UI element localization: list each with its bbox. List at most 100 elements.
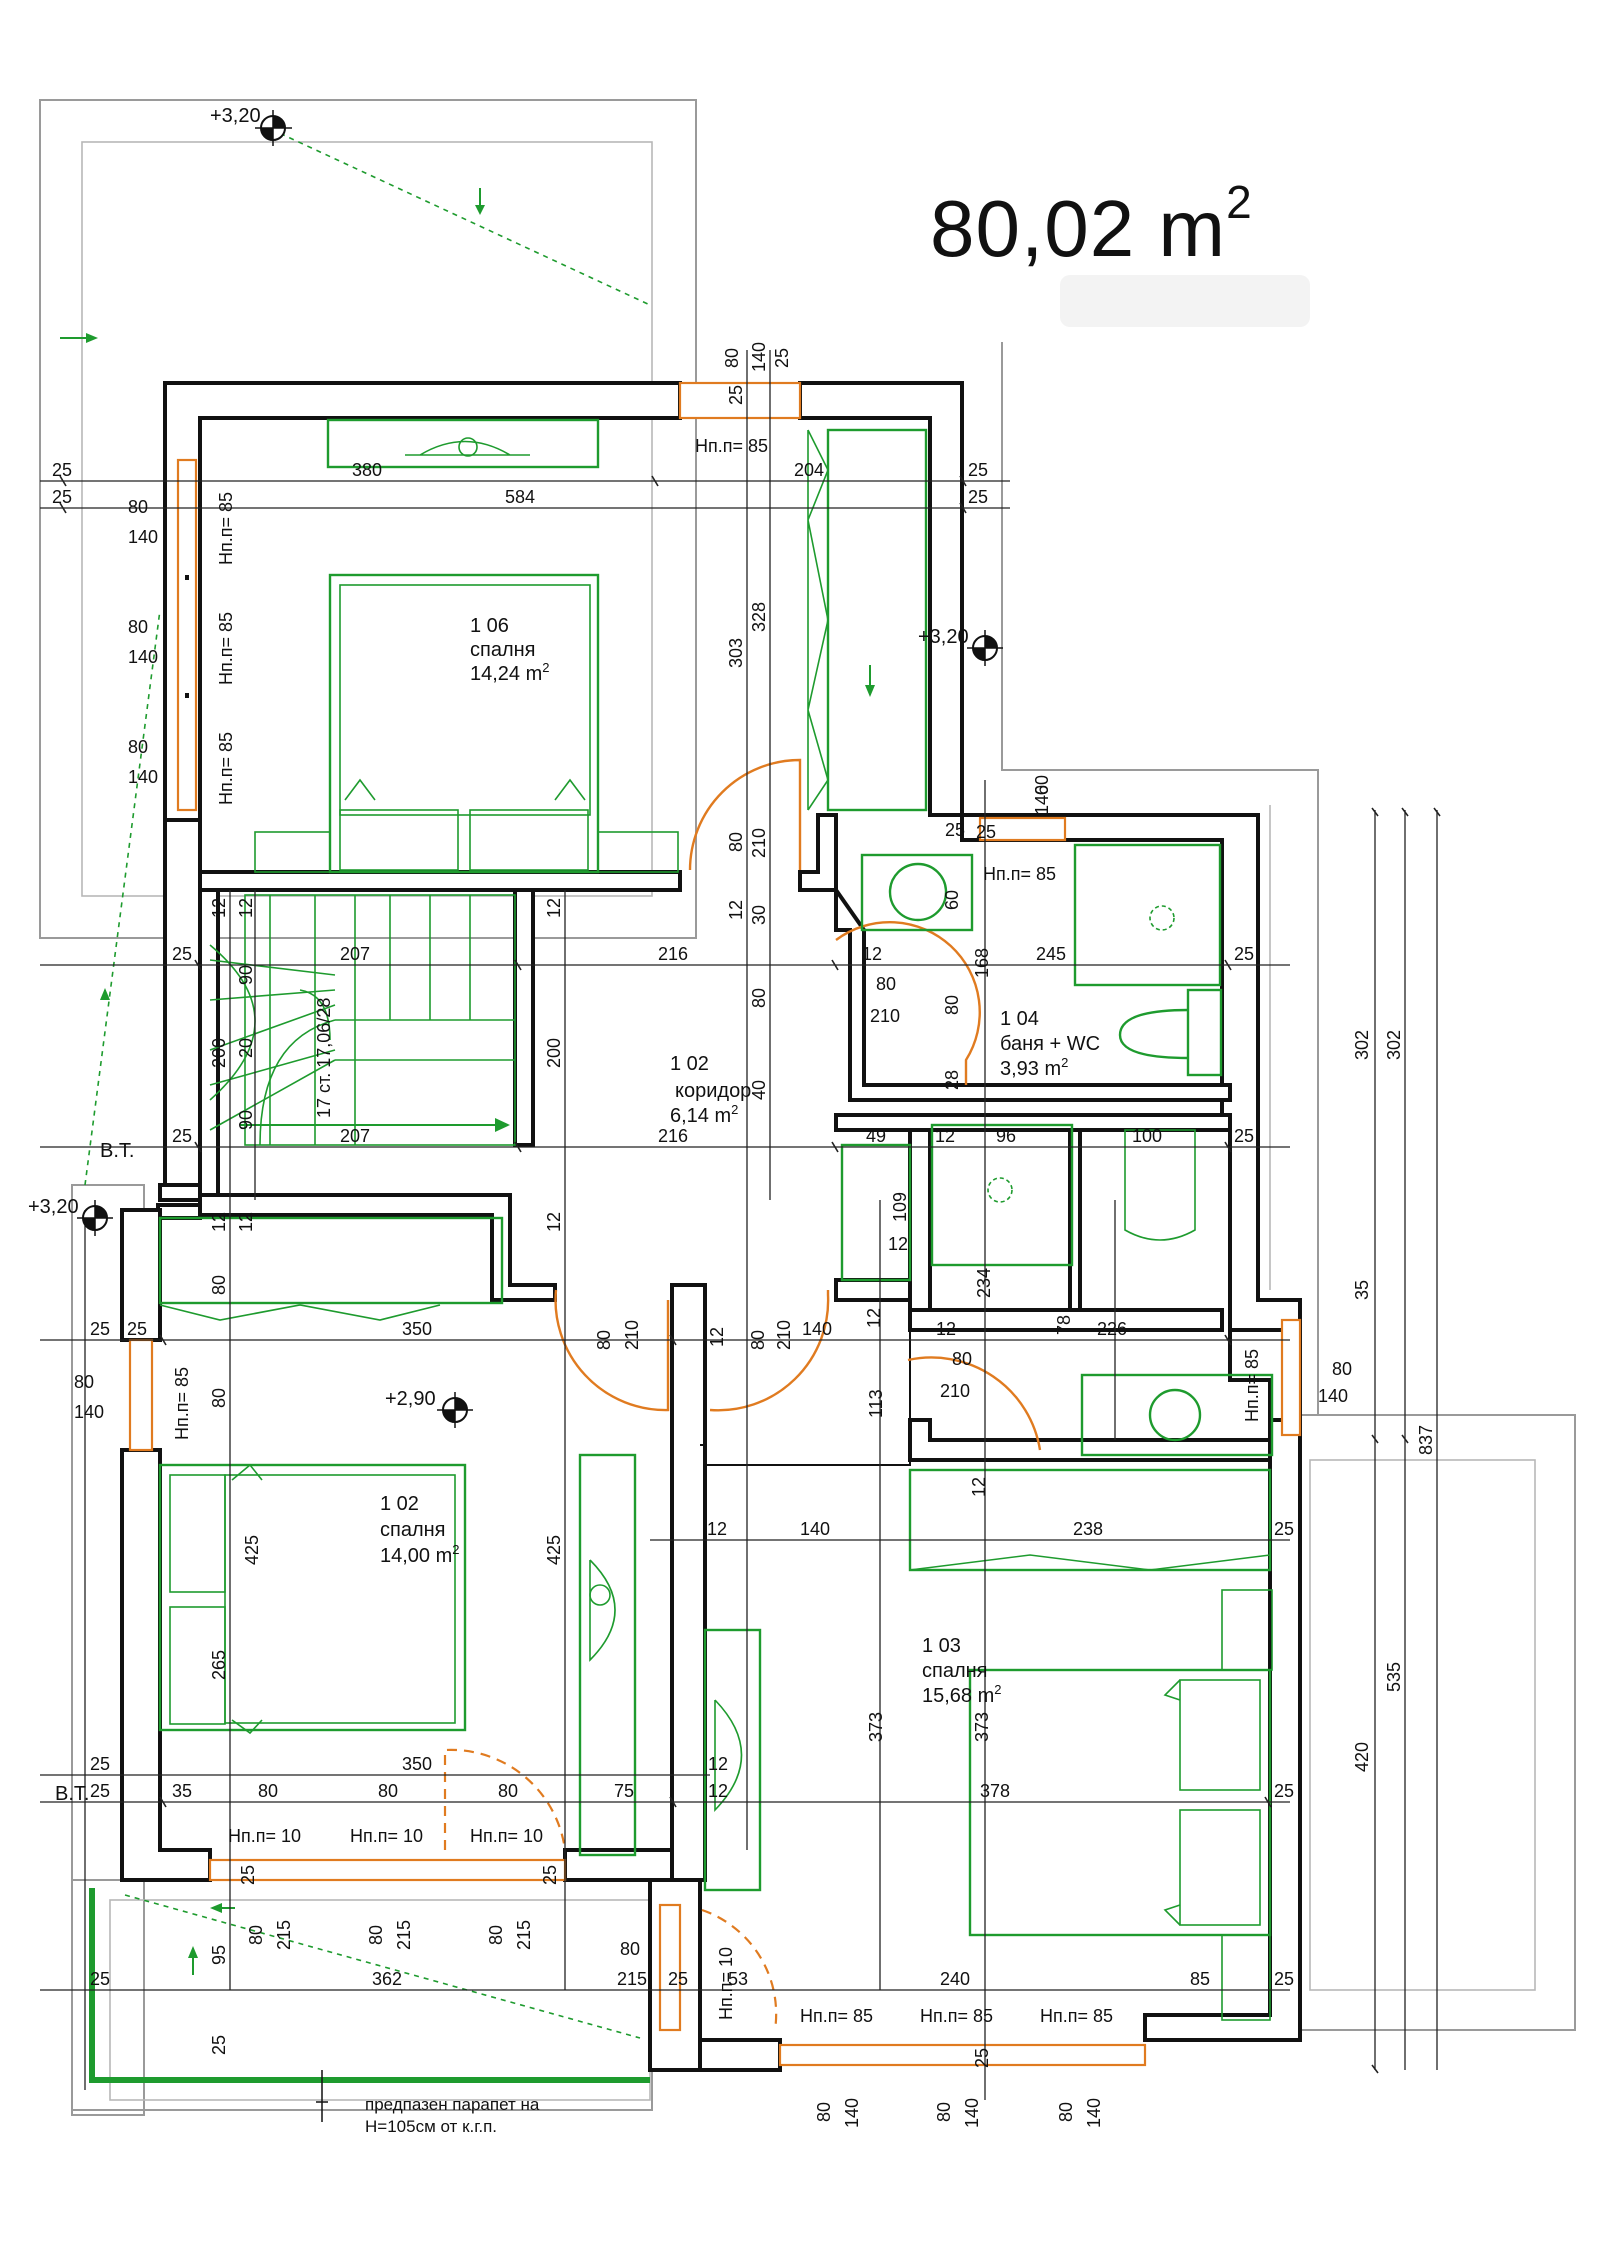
dim-text: 53 bbox=[728, 1969, 748, 1989]
dimension-texts: 25 380 204 25 25 584 25 80 140 80 140 80… bbox=[52, 342, 1436, 2128]
dim-text: 210 bbox=[774, 1320, 794, 1350]
dim-text: 25 bbox=[972, 2048, 992, 2068]
room-103-area: 15,68 m bbox=[922, 1685, 994, 1707]
dim-text: 80 bbox=[876, 974, 896, 994]
total-area-value: 80,02 m bbox=[930, 184, 1227, 273]
dim-text: 12 bbox=[236, 1212, 256, 1232]
dim-text: 12 bbox=[936, 1319, 956, 1339]
dim-text: 140 bbox=[749, 342, 769, 372]
dim-text: 265 bbox=[209, 1650, 229, 1680]
dim-text: 584 bbox=[505, 487, 535, 507]
dim-text: 80 bbox=[620, 1939, 640, 1959]
dim-text: 80 bbox=[128, 497, 148, 517]
window-top bbox=[678, 381, 802, 420]
sink-lower bbox=[1080, 1373, 1274, 1457]
room-102c-name: коридор bbox=[675, 1080, 751, 1102]
dim-text: 12 bbox=[969, 1477, 989, 1497]
dim-text: 85 bbox=[1190, 1969, 1210, 1989]
dim-text: 25 bbox=[52, 460, 72, 480]
dim-text: 350 bbox=[402, 1319, 432, 1339]
room-102b-area: 14,00 m bbox=[380, 1545, 452, 1567]
dim-text: 25 bbox=[1234, 944, 1254, 964]
sill-label-top: Нп.п= 85 bbox=[695, 436, 768, 456]
level-label-right: +3,20 bbox=[918, 626, 969, 648]
dim-text: 25 bbox=[968, 460, 988, 480]
dim-text: 78 bbox=[1054, 1315, 1074, 1335]
dim-text: 210 bbox=[622, 1320, 642, 1350]
inner-walls bbox=[198, 813, 1272, 1882]
room-106-area-sup: 2 bbox=[542, 660, 549, 675]
window-right-mid bbox=[1280, 1318, 1302, 1437]
sill-label-bottom-5: Нп.п= 85 bbox=[920, 2006, 993, 2026]
level-markers: +3,20 +3,20 +3,20 +2,90 bbox=[28, 105, 1003, 1428]
dim-text: 12 bbox=[544, 1212, 564, 1232]
dim-text: 302 bbox=[1352, 1030, 1372, 1060]
dim-text: 12 bbox=[862, 944, 882, 964]
window-left-102 bbox=[128, 1338, 154, 1452]
dim-text: 109 bbox=[890, 1192, 910, 1222]
dim-text: 40 bbox=[749, 1080, 769, 1100]
dim-text: 113 bbox=[866, 1389, 886, 1418]
dim-text: 837 bbox=[1416, 1425, 1436, 1455]
note-line-2: H=105см от к.г.п. bbox=[365, 2117, 497, 2136]
wardrobe-106 bbox=[826, 428, 928, 812]
dim-text: 25 bbox=[1274, 1969, 1294, 1989]
dim-text: 12 bbox=[707, 1519, 727, 1539]
dim-text: 215 bbox=[514, 1920, 534, 1950]
dim-text: 140 bbox=[962, 2098, 982, 2128]
dim-text: 12 bbox=[707, 1327, 727, 1347]
dim-text: 25 bbox=[52, 487, 72, 507]
room-102c-area: 6,14 m bbox=[670, 1105, 731, 1127]
dim-text: 425 bbox=[544, 1535, 564, 1565]
dim-text: 25 bbox=[90, 1781, 110, 1801]
dim-text: 210 bbox=[940, 1381, 970, 1401]
dim-text: 80 bbox=[594, 1330, 614, 1350]
outer-walls bbox=[120, 381, 1302, 2072]
dim-text: 25 bbox=[976, 822, 996, 842]
dim-text: 373 bbox=[972, 1712, 992, 1742]
wardrobe-102 bbox=[158, 1216, 504, 1305]
dim-text: 80 bbox=[258, 1781, 278, 1801]
dim-text: 12 bbox=[209, 898, 229, 918]
dim-text: 350 bbox=[402, 1754, 432, 1774]
dim-text: 25 bbox=[726, 385, 746, 405]
room-106-id: 1 06 bbox=[470, 615, 509, 637]
sill-label-bottom-3: Нп.п= 10 bbox=[470, 1826, 543, 1846]
room-103-name: спалня bbox=[922, 1660, 988, 1682]
dim-text: 75 bbox=[614, 1781, 634, 1801]
level-label-left: +3,20 bbox=[28, 1196, 79, 1218]
dim-text: 140 bbox=[1032, 785, 1052, 815]
dim-text: 12 bbox=[209, 1212, 229, 1232]
dim-text: 49 bbox=[866, 1126, 886, 1146]
dim-text: 90 bbox=[236, 965, 256, 985]
dim-text: 245 bbox=[1036, 944, 1066, 964]
level-marker-inner: +2,90 bbox=[385, 1388, 473, 1428]
bed-106 bbox=[328, 573, 600, 874]
room-103: 1 03 спалня 15,68 m2 bbox=[922, 1635, 1002, 1707]
dim-text: 140 bbox=[842, 2098, 862, 2128]
dim-text: 25 bbox=[90, 1969, 110, 1989]
sill-label-bottom-6: Нп.п= 85 bbox=[1040, 2006, 1113, 2026]
window-bath bbox=[978, 816, 1067, 842]
room-102b-area-sup: 2 bbox=[452, 1542, 459, 1557]
sill-label-left-2: Нп.п= 85 bbox=[216, 612, 236, 685]
toilet-lower bbox=[1124, 1129, 1196, 1241]
note-line-1: предпазен парапет на bbox=[365, 2095, 540, 2114]
dim-text: 240 bbox=[940, 1969, 970, 1989]
sill-label-left-1: Нп.п= 85 bbox=[216, 492, 236, 565]
dim-text: 80 bbox=[246, 1925, 266, 1945]
sill-label-left-3: Нп.п= 85 bbox=[216, 732, 236, 805]
dim-text: 25 bbox=[1274, 1519, 1294, 1539]
tv-unit-106 bbox=[326, 418, 600, 469]
dim-text: 25 bbox=[945, 820, 965, 840]
dim-text: 30 bbox=[749, 905, 769, 925]
dim-text: 210 bbox=[870, 1006, 900, 1026]
dim-text: 96 bbox=[996, 1126, 1016, 1146]
svg-text:15,68 m2: 15,68 m2 bbox=[922, 1682, 1002, 1707]
tv-unit-103 bbox=[703, 1628, 762, 1892]
dim-text: 60 bbox=[1032, 775, 1052, 795]
dim-text: 60 bbox=[942, 890, 962, 910]
dim-text: 80 bbox=[814, 2102, 834, 2122]
room-104-area: 3,93 m bbox=[1000, 1058, 1061, 1080]
slope-line-left bbox=[84, 609, 161, 1186]
